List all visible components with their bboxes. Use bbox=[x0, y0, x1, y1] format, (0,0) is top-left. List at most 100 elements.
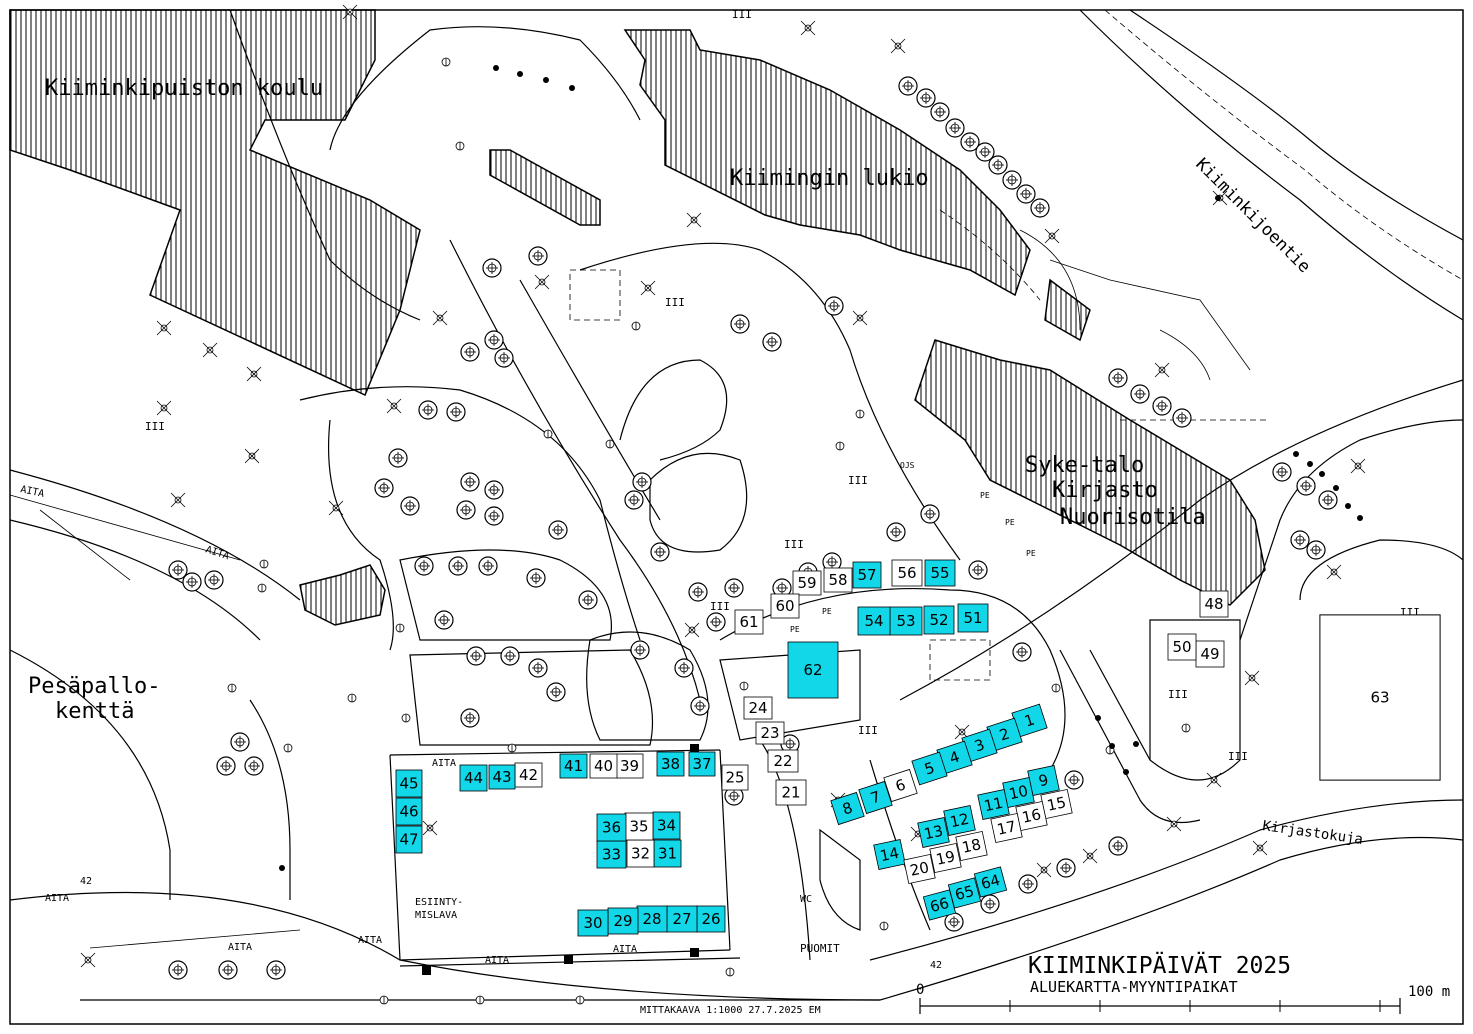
stall-box[interactable] bbox=[656, 751, 685, 777]
stall-42[interactable]: 42 bbox=[514, 762, 543, 788]
stall-box[interactable] bbox=[889, 606, 923, 636]
stall-56[interactable]: 56 bbox=[891, 559, 923, 587]
stall-box[interactable] bbox=[775, 779, 807, 806]
stall-63[interactable]: 63 bbox=[1319, 614, 1441, 781]
stall-66[interactable]: 66 bbox=[922, 889, 957, 921]
stall-33[interactable]: 33 bbox=[596, 840, 627, 869]
stall-box[interactable] bbox=[903, 853, 936, 885]
stall-box[interactable] bbox=[734, 609, 764, 635]
stall-box[interactable] bbox=[1199, 590, 1229, 618]
stall-box[interactable] bbox=[688, 751, 716, 777]
stall-49[interactable]: 49 bbox=[1195, 640, 1225, 668]
stall-20[interactable]: 20 bbox=[903, 853, 936, 885]
stall-17[interactable]: 17 bbox=[990, 812, 1023, 844]
stall-box[interactable] bbox=[943, 804, 976, 837]
stall-box[interactable] bbox=[488, 764, 516, 790]
stall-12[interactable]: 12 bbox=[943, 804, 976, 837]
stall-box[interactable] bbox=[577, 909, 609, 937]
stall-8[interactable]: 8 bbox=[830, 791, 865, 826]
stall-26[interactable]: 26 bbox=[696, 905, 726, 933]
stall-46[interactable]: 46 bbox=[395, 797, 423, 826]
stall-box[interactable] bbox=[955, 830, 988, 862]
stall-box[interactable] bbox=[922, 889, 957, 921]
stall-box[interactable] bbox=[883, 768, 918, 803]
stall-1[interactable]: 1 bbox=[1011, 703, 1048, 738]
stall-30[interactable]: 30 bbox=[577, 909, 609, 937]
stall-13[interactable]: 13 bbox=[917, 816, 950, 849]
stall-box[interactable] bbox=[923, 605, 955, 635]
stall-box[interactable] bbox=[636, 905, 668, 933]
stall-39[interactable]: 39 bbox=[615, 753, 644, 779]
stall-18[interactable]: 18 bbox=[955, 830, 988, 862]
stall-43[interactable]: 43 bbox=[488, 764, 516, 790]
stall-box[interactable] bbox=[559, 753, 588, 779]
stall-25[interactable]: 25 bbox=[721, 764, 749, 791]
stall-55[interactable]: 55 bbox=[924, 559, 956, 587]
stall-box[interactable] bbox=[929, 842, 962, 874]
stall-box[interactable] bbox=[624, 812, 654, 841]
stall-44[interactable]: 44 bbox=[459, 764, 488, 792]
stall-box[interactable] bbox=[459, 764, 488, 792]
stall-15[interactable]: 15 bbox=[1040, 788, 1073, 820]
stall-box[interactable] bbox=[787, 641, 839, 699]
stall-box[interactable] bbox=[395, 825, 423, 854]
stall-box[interactable] bbox=[792, 570, 822, 596]
stall-34[interactable]: 34 bbox=[652, 811, 681, 840]
stall-box[interactable] bbox=[823, 567, 853, 593]
stall-10[interactable]: 10 bbox=[1002, 776, 1035, 809]
stall-box[interactable] bbox=[514, 762, 543, 788]
stall-19[interactable]: 19 bbox=[929, 842, 962, 874]
stall-54[interactable]: 54 bbox=[857, 606, 891, 636]
stall-32[interactable]: 32 bbox=[626, 839, 655, 868]
stall-41[interactable]: 41 bbox=[559, 753, 588, 779]
stall-box[interactable] bbox=[977, 788, 1010, 821]
stall-11[interactable]: 11 bbox=[977, 788, 1010, 821]
stall-61[interactable]: 61 bbox=[734, 609, 764, 635]
stall-29[interactable]: 29 bbox=[607, 907, 639, 935]
stall-50[interactable]: 50 bbox=[1167, 633, 1197, 661]
stall-box[interactable] bbox=[1195, 640, 1225, 668]
stall-box[interactable] bbox=[652, 811, 681, 840]
stall-37[interactable]: 37 bbox=[688, 751, 716, 777]
stall-box[interactable] bbox=[653, 839, 682, 868]
stall-51[interactable]: 51 bbox=[957, 603, 989, 633]
stall-box[interactable] bbox=[755, 721, 785, 745]
stall-60[interactable]: 60 bbox=[770, 593, 800, 619]
stall-box[interactable] bbox=[957, 603, 989, 633]
stall-23[interactable]: 23 bbox=[755, 721, 785, 745]
stall-24[interactable]: 24 bbox=[743, 696, 773, 720]
stall-box[interactable] bbox=[858, 780, 893, 815]
stall-28[interactable]: 28 bbox=[636, 905, 668, 933]
stall-52[interactable]: 52 bbox=[923, 605, 955, 635]
stall-box[interactable] bbox=[770, 593, 800, 619]
stall-62[interactable]: 62 bbox=[787, 641, 839, 699]
stall-64[interactable]: 64 bbox=[973, 866, 1008, 898]
stall-box[interactable] bbox=[917, 816, 950, 849]
stall-36[interactable]: 36 bbox=[596, 813, 627, 842]
stall-3[interactable]: 3 bbox=[961, 728, 998, 763]
stall-box[interactable] bbox=[990, 812, 1023, 844]
stall-7[interactable]: 7 bbox=[858, 780, 893, 815]
stall-box[interactable] bbox=[721, 764, 749, 791]
stall-5[interactable]: 5 bbox=[911, 751, 948, 786]
stall-box[interactable] bbox=[1319, 614, 1441, 781]
stall-box[interactable] bbox=[767, 749, 799, 773]
stall-box[interactable] bbox=[696, 905, 726, 933]
stall-box[interactable] bbox=[1167, 633, 1197, 661]
stall-box[interactable] bbox=[857, 606, 891, 636]
stall-53[interactable]: 53 bbox=[889, 606, 923, 636]
stall-4[interactable]: 4 bbox=[936, 740, 973, 775]
stall-21[interactable]: 21 bbox=[775, 779, 807, 806]
stall-9[interactable]: 9 bbox=[1027, 764, 1060, 797]
stall-box[interactable] bbox=[607, 907, 639, 935]
stall-58[interactable]: 58 bbox=[823, 567, 853, 593]
stall-box[interactable] bbox=[615, 753, 644, 779]
stall-box[interactable] bbox=[873, 838, 906, 871]
stall-box[interactable] bbox=[395, 769, 423, 798]
stall-box[interactable] bbox=[743, 696, 773, 720]
stall-40[interactable]: 40 bbox=[589, 753, 618, 779]
stall-box[interactable] bbox=[830, 791, 865, 826]
stall-65[interactable]: 65 bbox=[947, 877, 982, 909]
stall-16[interactable]: 16 bbox=[1015, 800, 1048, 832]
stall-38[interactable]: 38 bbox=[656, 751, 685, 777]
